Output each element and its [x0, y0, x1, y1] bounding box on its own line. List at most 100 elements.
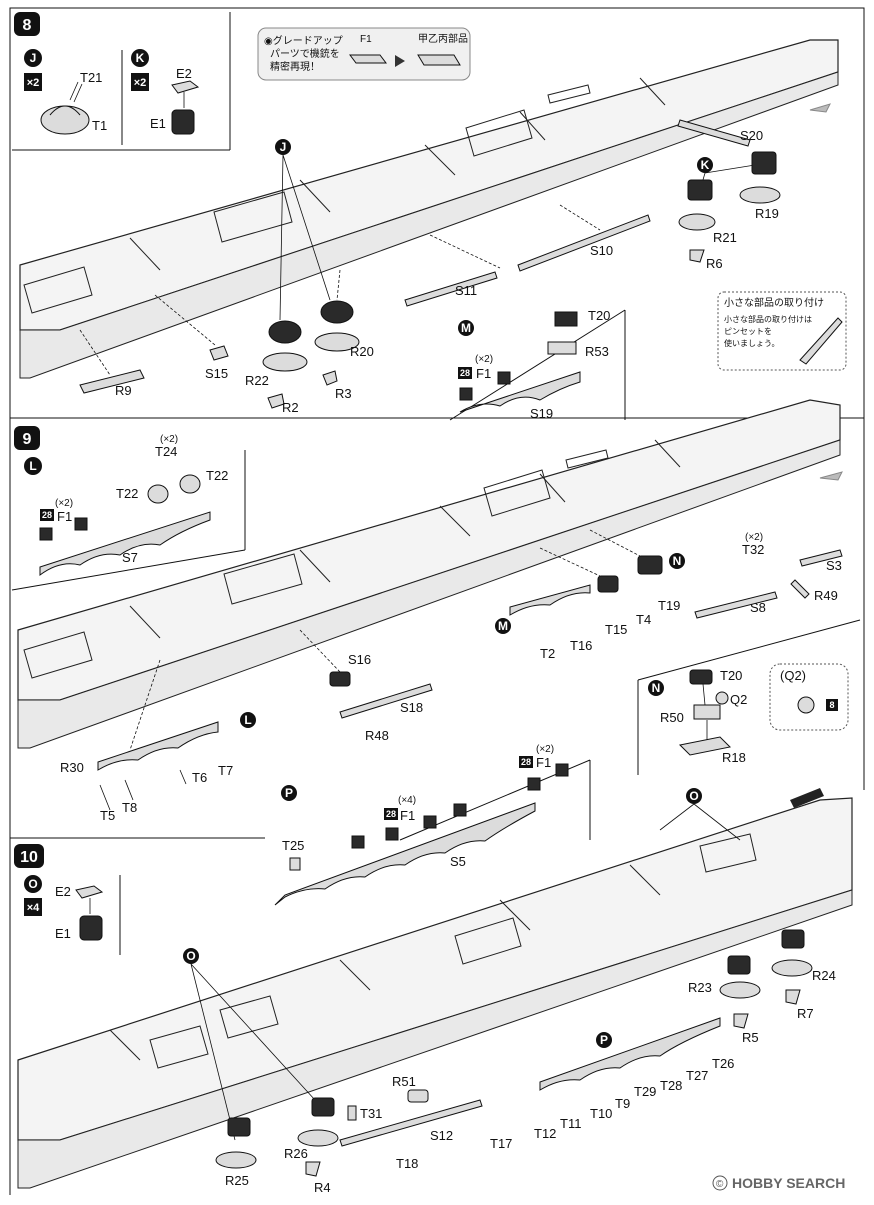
badge-o: O: [28, 877, 37, 891]
step-8-badge: 8: [14, 12, 40, 36]
label-r4: R4: [314, 1180, 331, 1195]
label-l-x2-a: (×2): [160, 434, 178, 445]
badge-l-step9: L: [244, 713, 251, 727]
label-t18: T18: [396, 1156, 418, 1171]
label-r48: R48: [365, 728, 389, 743]
badge-o-step10-a: O: [689, 789, 698, 803]
badge-j-step8: J: [280, 140, 287, 154]
step9-parts: (×2) T32 N S3 R49 S8 T19 T4 T15 M T2 T16…: [60, 529, 843, 823]
label-r51: R51: [392, 1074, 416, 1089]
label-p-f1-b: F1: [536, 755, 551, 770]
label-e2: E2: [176, 66, 192, 81]
label-m-f1: F1: [476, 366, 491, 381]
box-28-l: 28: [42, 510, 52, 520]
label-n-t20: T20: [720, 668, 742, 683]
label-n-q2: Q2: [730, 692, 747, 707]
label-t17: T17: [490, 1136, 512, 1151]
tip-title: 小さな部品の取り付け: [724, 296, 824, 309]
step-10-number: 10: [20, 849, 38, 866]
label-s15: S15: [205, 366, 228, 381]
label-p-x2: (×2): [536, 744, 554, 755]
label-t19: T19: [658, 598, 680, 613]
multiplier-j: ×2: [27, 77, 40, 89]
label-l-x2-b: (×2): [55, 498, 73, 509]
label-t5: T5: [100, 808, 115, 823]
badge-p-step10: P: [600, 1033, 608, 1047]
label-n-r50: R50: [660, 710, 684, 725]
label-s18: S18: [400, 700, 423, 715]
label-t4: T4: [636, 612, 651, 627]
box-28-m: 28: [460, 368, 470, 378]
label-t15: T15: [605, 622, 627, 637]
label-r2: R2: [282, 400, 299, 415]
step-10-badge: 10: [14, 844, 44, 868]
label-r25: R25: [225, 1173, 249, 1188]
label-t12: T12: [534, 1126, 556, 1141]
label-p-f1-a: F1: [400, 808, 415, 823]
upgrade-to-label: 甲乙丙部品: [418, 32, 468, 45]
label-t26: T26: [712, 1056, 734, 1071]
upgrade-line-3: 精密再現！: [270, 60, 320, 73]
label-t1: T1: [92, 118, 107, 133]
label-r6: R6: [706, 256, 723, 271]
label-r5: R5: [742, 1030, 759, 1045]
label-m-r53: R53: [585, 344, 609, 359]
label-r9: R9: [115, 383, 132, 398]
badge-k: K: [136, 51, 145, 65]
label-r26: R26: [284, 1146, 308, 1161]
label-9-x2: (×2): [745, 532, 763, 543]
badge-m: M: [461, 321, 471, 335]
label-r30: R30: [60, 760, 84, 775]
tip-note: 小さな部品の取り付け 小さな部品の取り付けは ピンセットを 使いましょう。: [717, 291, 847, 371]
section-borders: [9, 7, 865, 1195]
label-r21: R21: [713, 230, 737, 245]
upgrade-note: ◉グレードアップ パーツで機銃を 精密再現！ F1 甲乙丙部品: [257, 27, 471, 81]
multiplier-k: ×2: [134, 77, 147, 89]
hull-side: [19, 71, 839, 379]
label-o-e1: E1: [55, 926, 71, 941]
step10-carrier: [17, 788, 853, 1189]
label-t21: T21: [80, 70, 102, 85]
copyright-symbol: ©: [716, 1179, 724, 1190]
step-9-badge: 9: [14, 426, 40, 450]
subassembly-l: L (×2) T24 T22 T22 (×2) 28 F1 S7: [24, 434, 228, 576]
step-9-number: 9: [23, 431, 32, 448]
label-s16: S16: [348, 652, 371, 667]
tip-line-1: 小さな部品の取り付けは: [724, 314, 812, 324]
label-s11: S11: [455, 283, 477, 298]
label-l-t22-right: T22: [206, 468, 228, 483]
label-r19: R19: [755, 206, 779, 221]
label-s3: S3: [826, 558, 842, 573]
label-r20: R20: [350, 344, 374, 359]
label-l-f1: F1: [57, 509, 72, 524]
step8-parts: J K S20 R19 R21 R6 S10 S11 R9 S15 R22 R2…: [79, 119, 781, 415]
label-s10: S10: [590, 243, 613, 258]
hull-side-9: [17, 439, 841, 749]
upgrade-from-label: F1: [360, 34, 372, 45]
label-t32: T32: [742, 542, 764, 557]
arrow-right-icon: [395, 55, 405, 67]
tweezers-icon: [799, 317, 843, 365]
badge-l: L: [29, 459, 36, 473]
tip-line-3: 使いましょう。: [724, 338, 780, 348]
label-n-r18: R18: [722, 750, 746, 765]
label-r24: R24: [812, 968, 836, 983]
label-t29: T29: [634, 1084, 656, 1099]
box-28-p-b: 28: [386, 809, 396, 819]
badge-p: P: [285, 786, 293, 800]
callout-q2: (Q2) 8: [769, 663, 849, 731]
label-s20: S20: [740, 128, 763, 143]
label-r22: R22: [245, 373, 269, 388]
subassembly-p: P (×2) 28 F1 (×4) 28 F1 S5 T25: [274, 744, 569, 906]
label-l-t22-left: T22: [116, 486, 138, 501]
label-p-s5: S5: [450, 854, 466, 869]
label-o-e2: E2: [55, 884, 71, 899]
badge-k-step8: K: [701, 158, 710, 172]
label-t27: T27: [686, 1068, 708, 1083]
label-r3: R3: [335, 386, 352, 401]
label-q2-callout: (Q2): [780, 668, 806, 683]
step10-parts: O O R24 R23 R7 R5 P T26 T27 T28 T29 T9 T…: [183, 788, 836, 1195]
badge-n-step9: N: [673, 554, 682, 568]
upgrade-line-1: ◉グレードアップ: [264, 34, 343, 47]
